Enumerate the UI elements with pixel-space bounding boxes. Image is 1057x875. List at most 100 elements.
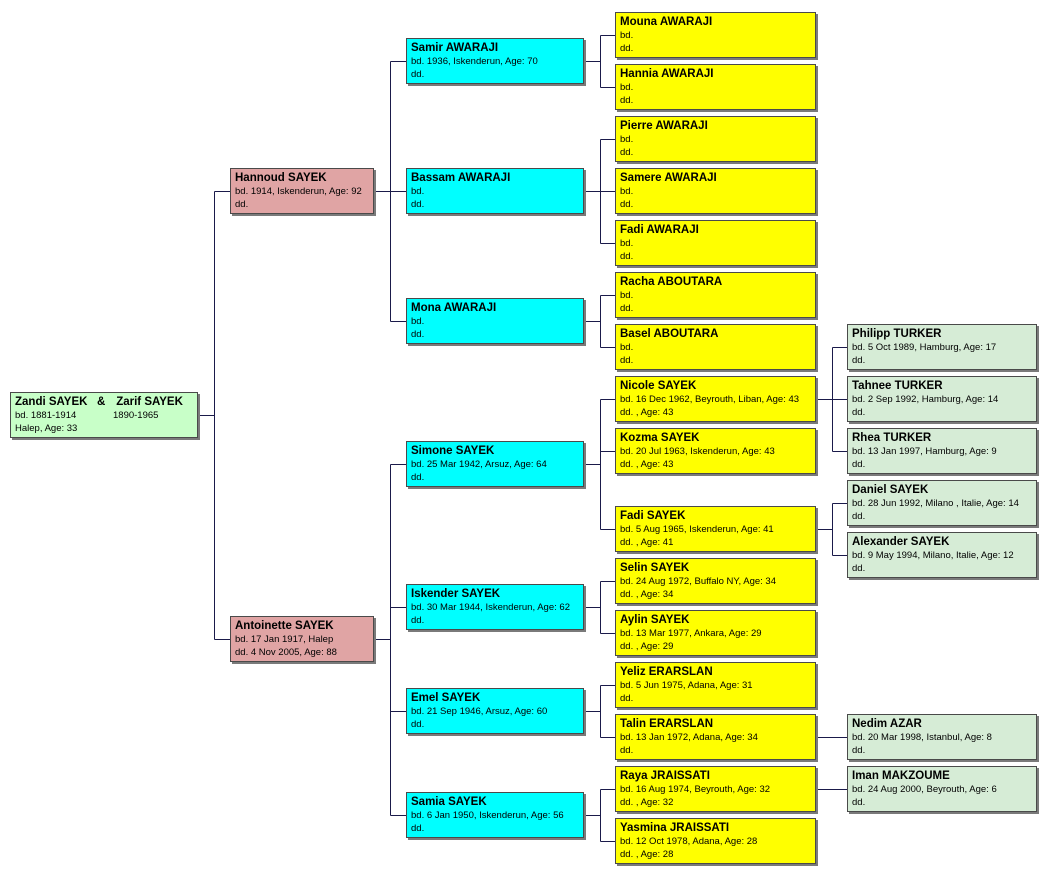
root-ampersand: & — [97, 396, 106, 408]
person-death-info: dd. — [852, 511, 866, 522]
person-box-simone[interactable]: Simone SAYEK bd. 25 Mar 1942, Arsuz, Age:… — [406, 441, 584, 487]
person-death-info: dd. , Age: 41 — [620, 537, 674, 548]
person-box-rhea[interactable]: Rhea TURKER bd. 13 Jan 1997, Hamburg, Age… — [847, 428, 1037, 474]
person-birth-info: bd. — [620, 134, 634, 145]
person-name: Basel ABOUTARA — [620, 328, 719, 340]
person-birth-info: bd. 5 Aug 1965, Iskenderun, Age: 41 — [620, 524, 774, 535]
person-box-samir[interactable]: Samir AWARAJI bd. 1936, Iskenderun, Age: … — [406, 38, 584, 84]
person-name: Hannia AWARAJI — [620, 68, 714, 80]
person-birth-info: bd. 5 Jun 1975, Adana, Age: 31 — [620, 680, 753, 691]
person-death-info: dd. , Age: 34 — [620, 589, 674, 600]
person-birth-info: bd. 5 Oct 1989, Hamburg, Age: 17 — [852, 342, 997, 353]
person-name: Talin ERARSLAN — [620, 718, 714, 730]
person-death-info: dd. — [620, 745, 634, 756]
person-death-info: dd. — [620, 693, 634, 704]
person-death-info: dd. — [852, 355, 866, 366]
person-birth-info: bd. 30 Mar 1944, Iskenderun, Age: 62 — [411, 602, 570, 613]
person-name: Simone SAYEK — [411, 445, 495, 457]
person-death-info: dd. — [852, 563, 866, 574]
person-birth-info: bd. 13 Jan 1997, Hamburg, Age: 9 — [852, 446, 997, 457]
person-death-info: dd. — [852, 797, 866, 808]
person-death-info: dd. — [620, 251, 634, 262]
person-death-info: dd. , Age: 32 — [620, 797, 674, 808]
person-name: Nedim AZAR — [852, 718, 922, 730]
person-name: Emel SAYEK — [411, 692, 481, 704]
person-death-info: dd. — [411, 329, 425, 340]
person-name: Racha ABOUTARA — [620, 276, 723, 288]
person-box-hannia[interactable]: Hannia AWARAJI bd. dd. — [615, 64, 816, 110]
person-death-info: dd. , Age: 28 — [620, 849, 674, 860]
person-birth-info: bd. 24 Aug 1972, Buffalo NY, Age: 34 — [620, 576, 777, 587]
person-name: Antoinette SAYEK — [235, 620, 334, 632]
person-death-info: dd. — [620, 95, 634, 106]
person-death-info: dd. — [620, 43, 634, 54]
person-birth-info: bd. 20 Jul 1963, Iskenderun, Age: 43 — [620, 446, 775, 457]
person-box-tahnee[interactable]: Tahnee TURKER bd. 2 Sep 1992, Hamburg, Ag… — [847, 376, 1037, 422]
person-death-info: dd. , Age: 29 — [620, 641, 674, 652]
person-birth-info: bd. 17 Jan 1917, Halep — [235, 634, 334, 645]
person-death-info: dd. — [852, 407, 866, 418]
person-name: Pierre AWARAJI — [620, 120, 708, 132]
person-death-info: dd. — [411, 719, 425, 730]
person-name: Mouna AWARAJI — [620, 16, 713, 28]
person-name: Rhea TURKER — [852, 432, 932, 444]
person-birth-info: bd. 13 Mar 1977, Ankara, Age: 29 — [620, 628, 762, 639]
person-birth-info: bd. 16 Aug 1974, Beyrouth, Age: 32 — [620, 784, 771, 795]
root-person2-birth: 1890-1965 — [113, 410, 159, 421]
person-birth-info: bd. 16 Dec 1962, Beyrouth, Liban, Age: 4… — [620, 394, 800, 405]
person-box-iman[interactable]: Iman MAKZOUME bd. 24 Aug 2000, Beyrouth, … — [847, 766, 1037, 812]
person-name: Hannoud SAYEK — [235, 172, 327, 184]
person-death-info: dd. — [411, 472, 425, 483]
person-name: Samir AWARAJI — [411, 42, 499, 54]
person-birth-info: bd. — [620, 82, 634, 93]
person-death-info: dd. — [852, 459, 866, 470]
person-birth-info: bd. 25 Mar 1942, Arsuz, Age: 64 — [411, 459, 547, 470]
person-name: Nicole SAYEK — [620, 380, 697, 392]
person-name: Tahnee TURKER — [852, 380, 943, 392]
person-death-info: dd. — [411, 615, 425, 626]
person-birth-info: bd. 1936, Iskenderun, Age: 70 — [411, 56, 538, 67]
person-name: Iman MAKZOUME — [852, 770, 950, 782]
person-birth-info: bd. — [620, 186, 634, 197]
person-birth-info: bd. — [411, 186, 425, 197]
person-birth-info: bd. 24 Aug 2000, Beyrouth, Age: 6 — [852, 784, 997, 795]
person-box-nicole[interactable]: Nicole SAYEK bd. 16 Dec 1962, Beyrouth, L… — [615, 376, 816, 422]
person-birth-info: bd. — [620, 342, 634, 353]
root-person1-birth: bd. 1881-1914 — [15, 410, 77, 421]
person-death-info: dd. , Age: 43 — [620, 407, 674, 418]
person-death-info: dd. — [235, 199, 249, 210]
person-birth-info: bd. 28 Jun 1992, Milano , Italie, Age: 1… — [852, 498, 1019, 509]
person-birth-info: bd. 2 Sep 1992, Hamburg, Age: 14 — [852, 394, 999, 405]
person-birth-info: bd. 9 May 1994, Milano, Italie, Age: 12 — [852, 550, 1014, 561]
person-name: Yasmina JRAISSATI — [620, 822, 730, 834]
root-person1-place: Halep, Age: 33 — [15, 423, 78, 434]
